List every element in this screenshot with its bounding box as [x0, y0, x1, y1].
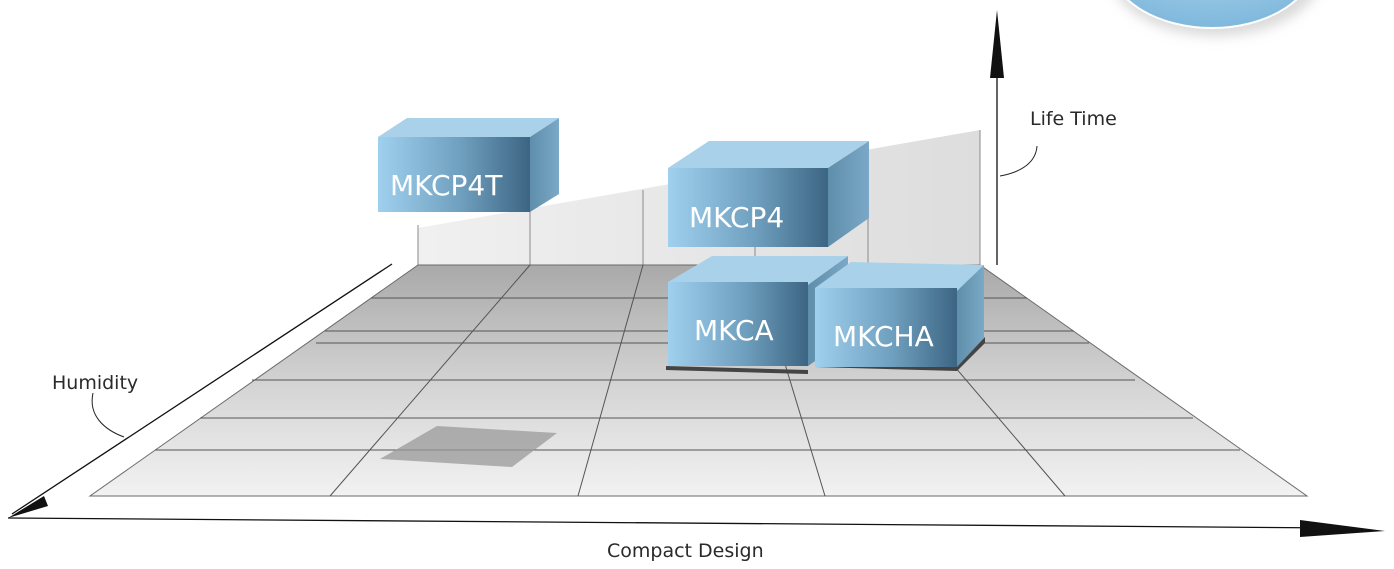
x-axis-line [7, 517, 1341, 529]
box-mkcp4: MKCP4 [668, 141, 869, 247]
z-axis-label: Humidity [52, 372, 138, 394]
x-axis-label: Compact Design [607, 540, 764, 562]
z-axis-arrow [8, 496, 48, 518]
box-label-mkca: MKCA [694, 314, 774, 347]
humidity-leader [91, 392, 125, 438]
box-mkcp4t: MKCP4T [378, 118, 559, 212]
decorative-circle [1120, 0, 1312, 36]
y-axis-label: Life Time [1030, 108, 1117, 130]
y-axis-arrow [990, 10, 1004, 78]
life-time-leader [999, 145, 1038, 177]
box-label-mkcp4t: MKCP4T [390, 169, 503, 202]
x-axis-arrow [1300, 520, 1385, 537]
axes [7, 10, 1385, 537]
box-label-mkcp4: MKCP4 [689, 201, 784, 234]
box-label-mkcha: MKCHA [833, 320, 934, 353]
box-mkcha: MKCHA [815, 262, 985, 371]
z-axis-line [11, 263, 393, 515]
